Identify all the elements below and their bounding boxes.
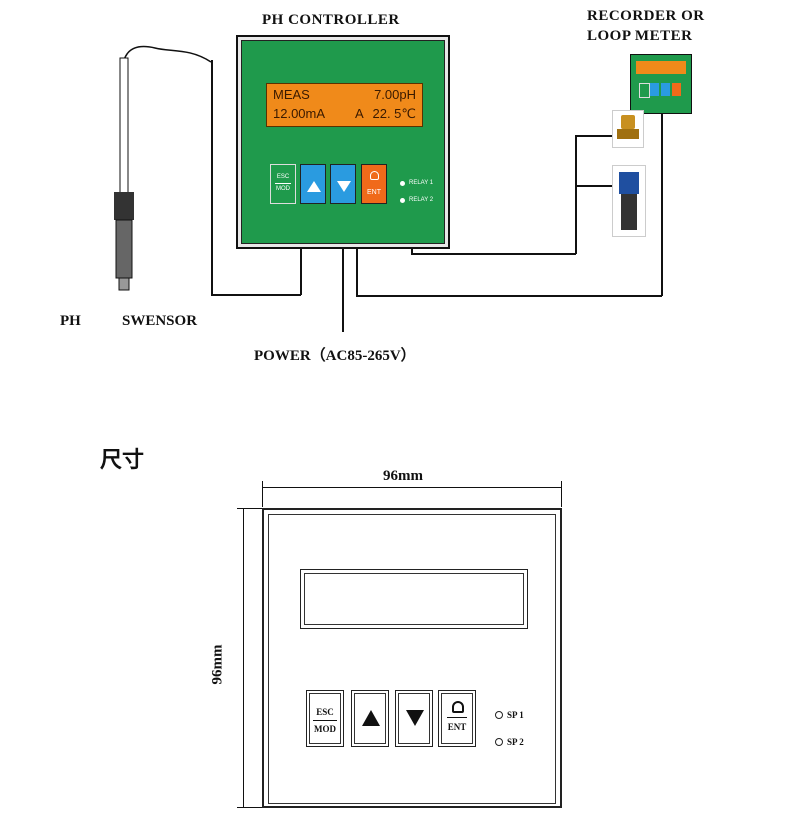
display-mode-text: MEAS (273, 87, 310, 102)
dim-bell-icon (452, 701, 464, 713)
width-dimension-tick-right (561, 481, 562, 507)
controller-lcd-display: MEAS 7.00pH 12.00mA A 22. 5℃ (266, 83, 423, 127)
height-dimension-line (243, 508, 244, 808)
display-window-inner (304, 573, 524, 625)
height-dimension-tick-bottom (237, 807, 262, 808)
dim-up-button (351, 690, 389, 747)
relay1-indicator-icon (400, 181, 405, 186)
ent-button[interactable]: ENT (361, 164, 387, 204)
relay-branch-1 (575, 135, 615, 137)
sensor-cable-vertical (211, 60, 213, 295)
height-dimension-label: 96mm (209, 644, 226, 685)
relay2-indicator-icon (400, 198, 405, 203)
solenoid-valve-icon (612, 110, 644, 148)
panel-outline (262, 508, 562, 808)
relay1-label: RELAY 1 (409, 180, 434, 186)
dim-up-arrow-icon (362, 710, 380, 726)
recorder-key (639, 83, 650, 98)
display-window-outline (300, 569, 528, 629)
recorder-display (636, 61, 686, 74)
dim-down-button (395, 690, 433, 747)
recorder-key (650, 83, 659, 96)
width-dimension-line (262, 487, 562, 488)
dim-esc-label: ESC (316, 707, 334, 717)
sensor-label-swensor: SWENSOR (122, 313, 198, 329)
dim-mod-label: MOD (314, 724, 336, 734)
relay2-label: RELAY 2 (409, 197, 434, 203)
recorder-key (661, 83, 670, 96)
ph-sensor-icon (114, 45, 212, 291)
sensor-cable-up (300, 244, 302, 295)
ent-label: ENT (367, 189, 381, 196)
bell-icon (370, 171, 379, 180)
power-label: POWER（AC85-265V） (254, 348, 416, 364)
esc-mod-button[interactable]: ESC MOD (270, 164, 296, 204)
output-cable-down (356, 244, 358, 296)
output-cable-horizontal (356, 295, 662, 297)
dosing-pump-icon (612, 165, 646, 237)
recorder-label-line2: LOOP METER (587, 28, 693, 44)
sp1-indicator-icon (495, 711, 503, 719)
dim-down-arrow-icon (406, 710, 424, 726)
recorder-label-line1: RECORDER OR (587, 8, 705, 24)
controller-title: PH CONTROLLER (262, 12, 400, 28)
relay-cable-up (575, 135, 577, 254)
panel-inner-outline (268, 514, 556, 804)
sensor-cable-horizontal (211, 294, 301, 296)
sp2-indicator-icon (495, 738, 503, 746)
down-button[interactable] (330, 164, 356, 204)
down-arrow-icon (337, 181, 351, 192)
dim-esc-mod-button: ESC MOD (306, 690, 344, 747)
esc-label: ESC (276, 174, 290, 180)
height-dimension-tick-top (237, 508, 262, 509)
display-current-value: 12.00mA (273, 106, 326, 121)
display-ph-value: 7.00pH (374, 87, 416, 102)
sp1-label: SP 1 (507, 710, 524, 720)
width-dimension-tick-left (262, 481, 263, 507)
relay-cable-down (411, 244, 413, 254)
relay-branch-2 (575, 185, 615, 187)
display-temperature-value: 22. 5℃ (372, 106, 416, 121)
recorder-device (630, 54, 692, 114)
power-cable (342, 244, 344, 332)
output-cable-up (661, 110, 663, 296)
dimensions-heading: 尺寸 (100, 447, 145, 472)
sp2-label: SP 2 (507, 737, 524, 747)
display-auto-indicator: A (355, 106, 364, 121)
up-button[interactable] (300, 164, 326, 204)
recorder-key (672, 83, 681, 96)
sensor-label-ph: PH (60, 313, 81, 329)
ph-controller-panel (236, 35, 450, 249)
dim-ent-label: ENT (447, 722, 467, 732)
up-arrow-icon (307, 181, 321, 192)
mod-label: MOD (276, 186, 290, 192)
width-dimension-label: 96mm (383, 468, 423, 484)
relay-cable-horizontal (411, 253, 576, 255)
dim-ent-button: ENT (438, 690, 476, 747)
